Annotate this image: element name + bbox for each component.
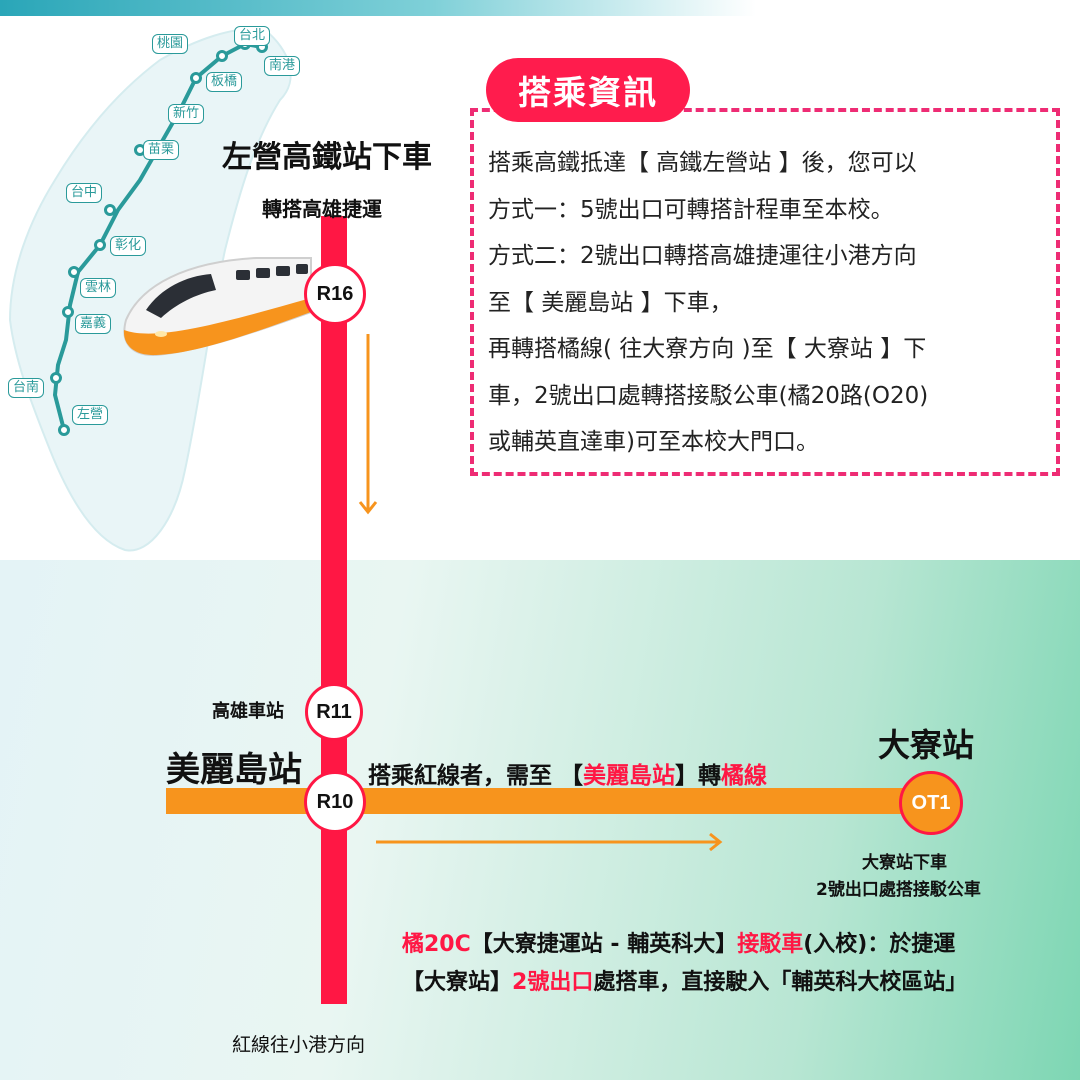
red-line [321,216,347,1004]
city-yunlin: 雲林 [80,278,117,298]
kaohsiung-station-label: 高雄車站 [212,701,284,722]
station-ot1: OT1 [899,771,963,835]
city-chiayi: 嘉義 [75,314,112,334]
stop-taichung [104,204,116,216]
info-line: 再轉搭橘線( 往大寮方向 )至【 大寮站 】下 [488,336,927,362]
red-line-direction: 紅線往小港方向 [232,1034,366,1056]
city-miaoli: 苗栗 [143,140,180,160]
city-hsinchu: 新竹 [168,104,205,124]
stop-changhua [94,239,106,251]
train-orange-stripe [123,298,311,356]
shuttle-word: 接駁車 [737,932,804,957]
hsr-train-illustration [123,257,312,357]
info-line: 方式二：2號出口轉搭高雄捷運往小港方向 [488,243,917,269]
info-line: 至【 美麗島站 】下車， [488,289,733,316]
shuttle-line2-b: 處搭車，直接駛入「輔英科大校區站」 [593,970,968,995]
station-r10: R10 [304,771,366,833]
train-windows [236,264,308,280]
daliao-station-label: 大寮站 [878,726,975,764]
info-line: 或輔英直達車)可至本校大門口。 [488,429,819,455]
transfer-note-bracket-open: 【 [560,763,584,789]
formosa-station-label: 美麗島站 [166,750,302,790]
city-tainan: 台南 [8,378,45,398]
stop-taoyuan [190,72,202,84]
shuttle-line2-exit: 2號出口 [512,970,594,995]
info-line: 搭乘高鐵抵達【 高鐵左營站 】後，您可以 [488,150,917,176]
hsr-route-line [52,41,263,431]
train-windshield [146,274,216,318]
daliao-exit-label-1: 大寮站下車 [862,853,947,873]
city-taoyuan: 桃園 [152,34,189,54]
city-banqiao: 板橋 [206,72,243,92]
info-line: 方式一：5號出口可轉搭計程車至本校。 [488,196,894,223]
info-box [470,108,1060,476]
transfer-note-station: 美麗島站 [583,763,676,789]
stop-banqiao [216,50,228,62]
hsr-arrival-title: 左營高鐵站下車 [222,140,432,175]
transfer-note-middle: 轉 [698,763,722,789]
stop-tainan [50,372,62,384]
transfer-note: 搭乘紅線者，需至 【美麗島站】轉橘線 [368,756,767,790]
lower-background [0,560,1080,1080]
shuttle-line2-a: 【大寮站】 [402,970,513,995]
shuttle-notice-line-1: 橘20C【大寮捷運站 - 輔英科大】接駁車(入校)：於捷運 [402,926,967,964]
shuttle-route: 橘20C [402,932,471,957]
transfer-note-bracket-close: 】 [675,763,699,789]
down-arrow-icon [358,334,378,515]
shuttle-bracket: 【大寮捷運站 - 輔英科大】 [470,932,738,957]
city-taichung: 台中 [66,183,103,203]
orange-line [166,788,936,814]
right-arrow-icon [376,832,723,852]
shuttle-after: (入校)：於捷運 [803,932,956,957]
shuttle-notice-line-2: 【大寮站】2號出口處搭車，直接駛入「輔英科大校區站」 [402,964,967,1002]
stop-zuoying [58,424,70,436]
info-title: 搭乘資訊 [486,58,690,122]
station-r11: R11 [305,683,363,741]
info-line: 車，2號出口處轉搭接駁公車(橘20路(O20) [488,382,929,409]
city-taipei: 台北 [234,26,271,46]
stop-chiayi [62,306,74,318]
transfer-subtitle: 轉搭高雄捷運 [262,197,382,221]
station-r16: R16 [304,263,366,325]
daliao-exit-label-2: 2號出口處搭接駁公車 [816,880,981,900]
top-gradient-bar [0,0,1080,16]
city-nangang: 南港 [264,56,301,76]
transfer-note-prefix: 搭乘紅線者，需至 [368,763,561,789]
transfer-note-line: 橘線 [721,763,768,789]
city-changhua: 彰化 [110,236,147,256]
info-text: 搭乘高鐵抵達【 高鐵左營站 】後，您可以 方式一：5號出口可轉搭計程車至本校。 … [488,140,1058,466]
stop-yunlin [68,266,80,278]
shuttle-notice: 橘20C【大寮捷運站 - 輔英科大】接駁車(入校)：於捷運 【大寮站】2號出口處… [402,926,967,1002]
city-zuoying: 左營 [72,405,109,425]
train-headlight [155,331,167,337]
